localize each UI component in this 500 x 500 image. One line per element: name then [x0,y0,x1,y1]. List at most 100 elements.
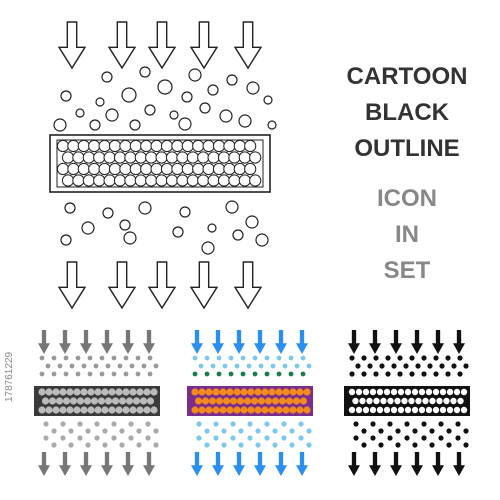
particle-dot [246,363,252,369]
filter-granule [72,151,85,164]
particle-dot [63,355,69,361]
filter-granule [240,406,248,414]
particle-dot [361,442,367,448]
filter-granule [233,139,246,153]
particle-bubble [201,241,215,255]
particle-dot [294,363,300,369]
filter-granule [299,397,308,405]
particle-dot [111,421,117,427]
filter-granule [98,162,111,176]
filter-granule [143,406,151,414]
down-arrow-icon [390,330,402,354]
filter-granule [165,174,179,187]
filter-granule [94,388,102,396]
particle-bubble [121,87,137,103]
filter-granule [228,174,241,187]
filter-granule [351,397,360,406]
filter-granule [222,397,231,405]
particle-dot [204,355,210,361]
filter-granule [113,174,127,187]
filter-granule [124,151,137,164]
particle-bubble [207,223,217,233]
filter-granule [191,388,199,396]
filter-granule [113,151,127,164]
filter-granule [191,406,199,414]
particle-dot [306,442,312,448]
filter-granule [289,406,297,414]
filter-granule [411,406,420,415]
filter-granule [390,388,399,397]
filter-granule [59,406,67,414]
filter-granule [397,388,406,397]
particle-dot [397,355,403,361]
particle-dot [93,363,99,369]
particle-dot [39,371,45,377]
particle-bubble [199,102,211,114]
filter-granule [150,406,158,414]
filter-granule [134,151,147,164]
particle-dot [282,363,288,369]
particle-bubble [64,202,76,214]
particle-dot [281,435,287,441]
filter-granule [150,162,163,176]
filter-granule [146,397,155,405]
filter-granule [249,151,262,164]
particle-dot [85,442,91,448]
particle-dot [385,371,391,377]
filter-granule [80,406,88,414]
down-arrow-icon [147,21,177,70]
down-arrow-icon [57,261,87,310]
filter-granule [134,174,147,187]
particle-dot [136,428,142,434]
particle-dot [60,435,66,441]
particle-dot [412,442,418,448]
filter-granule [421,397,430,406]
filter-granule [72,174,85,187]
filter-granule [400,397,409,406]
filter-granule [52,406,60,414]
down-arrow-icon [296,452,308,476]
particle-dot [276,355,282,361]
particle-dot [123,355,129,361]
particle-dot [395,442,401,448]
down-arrow-icon [80,452,92,476]
particle-dot [409,355,415,361]
filter-granule [176,151,189,164]
down-arrow-icon [348,330,360,354]
particle-bubble [246,81,260,95]
filter-granule [261,406,269,414]
filter-granule [446,388,455,397]
filter-granule [428,397,437,406]
filter-granule [456,397,465,406]
particle-dot [77,435,83,441]
particle-dot [451,363,457,369]
filter-granule [61,151,75,164]
filter-granule [202,139,215,153]
down-arrow-icon [233,452,245,476]
filter-granule [296,406,304,414]
filter-granule [103,174,116,187]
filter-granule [229,397,238,405]
down-arrow-icon [369,452,381,476]
particle-bubble [129,119,141,131]
particle-dot [87,371,93,377]
particle-dot [276,371,282,377]
down-arrow-icon [101,330,113,354]
filter-granule [66,388,74,396]
filter-granule [97,397,106,405]
heading-line-2: BLACK [365,99,449,126]
filter-granule [425,388,434,397]
particle-dot [196,435,202,441]
filter-granule [122,388,130,396]
particle-dot [68,428,74,434]
filter-granule [93,174,106,187]
filter-granule [226,406,234,414]
filter-granule [212,162,226,176]
filter-granule [136,406,144,414]
filter-granule [104,397,113,405]
particle-dot [289,442,295,448]
filter-granule [238,151,251,164]
particle-dot [355,363,361,369]
filter-granule [275,406,283,414]
particle-dot [379,363,385,369]
